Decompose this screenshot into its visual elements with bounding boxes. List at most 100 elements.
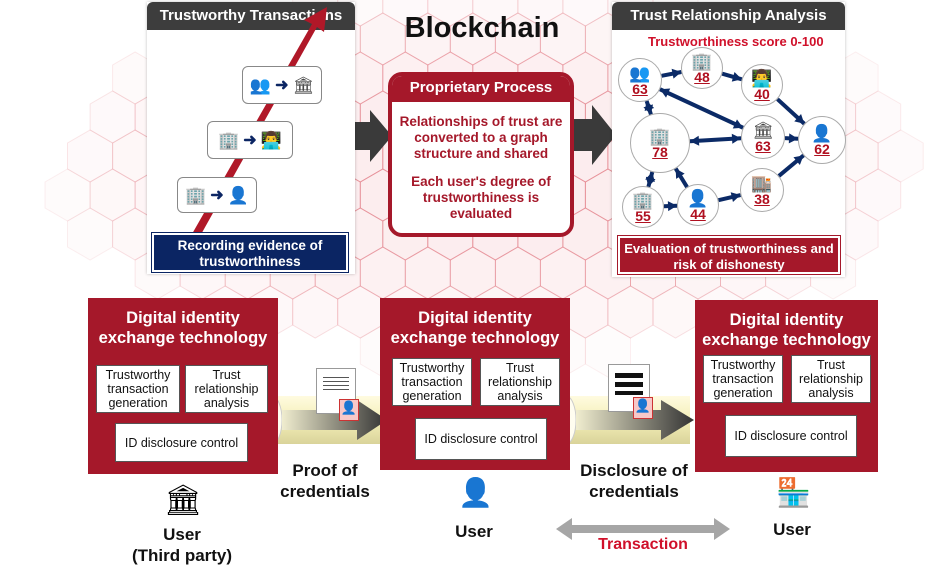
group-building-icon: 👥	[629, 63, 651, 83]
arrowhead	[793, 155, 804, 165]
government-building-icon: 🏛	[752, 120, 774, 140]
office-worker-icon: 👨‍💻	[260, 130, 282, 150]
arrowhead	[667, 201, 678, 212]
transaction-step-3: 👥➜🏛	[242, 66, 322, 104]
trust-score: 62	[814, 140, 830, 157]
hexagon-tile	[855, 168, 902, 222]
person-icon: 👤	[687, 188, 709, 208]
hexagon-tile	[67, 207, 114, 261]
trust-score: 44	[690, 205, 706, 222]
hexagon-tile	[427, 0, 474, 27]
dit-title: Digital identity exchange technology	[98, 309, 268, 347]
trust-score: 55	[635, 207, 651, 224]
trust-node: 🏛63	[741, 115, 785, 159]
arrowhead	[731, 72, 742, 82]
transaction-label: Transaction	[598, 536, 688, 553]
blockchain-title: Blockchain	[404, 12, 560, 44]
hexagon-tile	[539, 246, 586, 300]
office-building-icon: 🏢	[218, 130, 240, 150]
trustworthy-transaction-generation: Trustworthy transaction generation	[96, 365, 180, 413]
store-building-icon: 🏬	[751, 173, 773, 193]
process-text-evaluate: Each user's degree of trustworthiness is…	[411, 174, 551, 221]
process-text-graph: Relationships of trust are converted to …	[399, 114, 563, 161]
transaction-step-2: 🏢➜👨‍💻	[207, 121, 293, 159]
arrowhead	[659, 88, 671, 98]
trust-node: 👤62	[798, 116, 846, 164]
office-building-icon: 🏢	[691, 51, 713, 71]
process-input-arrow	[352, 110, 392, 162]
transaction-double-arrow	[556, 518, 730, 540]
trust-node: 👤44	[677, 184, 719, 226]
trust-node: 🏢78	[630, 113, 690, 173]
user-icon: 👤	[811, 123, 833, 143]
hexagon-tile	[472, 0, 519, 27]
redacted-document-icon: 👤	[608, 364, 653, 419]
arrowhead	[788, 133, 799, 144]
credential-document-icon: 👤	[316, 368, 359, 421]
trust-score: 40	[754, 85, 770, 102]
building-icon: 🏢	[649, 126, 671, 146]
arrow-right-icon: ➜	[243, 132, 257, 149]
building-icon: 🏢	[185, 185, 207, 205]
hexagon-tile	[562, 207, 609, 261]
hexagon-tile	[292, 285, 339, 339]
trust-relationship-analysis: Trust relationship analysis	[185, 365, 268, 413]
person-icon: 👤	[227, 185, 249, 205]
trust-relationship-analysis: Trust relationship analysis	[480, 358, 560, 406]
user-third-party-label: User (Third party)	[131, 525, 233, 565]
user-store-label: User	[773, 520, 811, 539]
trust-relationship-analysis: Trust relationship analysis	[791, 355, 871, 403]
trust-node: 👨‍💻40	[741, 64, 783, 106]
trust-graph-edges	[643, 68, 806, 212]
trustworthy-transactions-panel: Trustworthy Transactions 👥➜🏛 🏢➜👨‍💻 🏢➜👤 R…	[147, 2, 355, 274]
hexagon-tile	[562, 0, 609, 27]
transaction-step-1: 🏢➜👤	[177, 177, 257, 213]
id-disclosure-control: ID disclosure control	[115, 423, 248, 462]
group-building-icon: 👥	[249, 75, 272, 95]
arrowhead	[644, 100, 655, 112]
arrowhead	[732, 119, 744, 129]
panel-title: Trust Relationship Analysis	[612, 2, 845, 30]
hexagon-tile	[89, 168, 136, 222]
user-icon: 👤	[458, 477, 493, 508]
hexagon-tile	[517, 0, 564, 27]
hexagon-tile	[855, 90, 902, 144]
government-building-icon: 🏛	[164, 484, 203, 517]
recording-evidence-label: Recording evidence of trustworthiness	[151, 232, 349, 273]
hexagon-tile	[449, 12, 496, 66]
government-building-icon: 🏛	[292, 75, 315, 95]
process-title: Proprietary Process	[392, 76, 570, 102]
id-disclosure-control: ID disclosure control	[415, 418, 547, 460]
trust-node: 🏢48	[681, 47, 723, 89]
hexagon-tile	[877, 129, 924, 183]
dit-title: Digital identity exchange technology	[390, 309, 560, 347]
trust-relationship-panel: Trust Relationship Analysis Trustworthin…	[612, 2, 846, 277]
photo-icon: 👤	[633, 397, 653, 419]
trust-node: 👥63	[618, 58, 662, 102]
trust-edge	[659, 87, 744, 130]
user-label: User	[455, 522, 493, 541]
hexagon-tile	[404, 246, 451, 300]
hexagon-tile	[404, 12, 451, 66]
store-icon: 🏪	[776, 477, 811, 508]
hexagon-tile	[89, 90, 136, 144]
arrowhead	[675, 168, 685, 179]
disclosure-of-credentials-label: Disclosure of credentials	[580, 461, 688, 501]
hexagon-tile	[539, 12, 586, 66]
trust-score: 38	[754, 190, 770, 207]
dit-box-third-party: Digital identity exchange technology Tru…	[88, 298, 278, 474]
evaluation-label: Evaluation of trustworthiness and risk o…	[617, 235, 841, 275]
arrowhead	[645, 171, 655, 182]
arrowhead	[794, 114, 805, 124]
photo-icon: 👤	[339, 399, 359, 421]
hexagon-tile	[449, 246, 496, 300]
hexagon-tile	[494, 12, 541, 66]
arrowhead	[730, 192, 741, 202]
trust-node: 🏬38	[740, 168, 784, 212]
hexagon-tile	[359, 246, 406, 300]
hexagon-tile	[67, 129, 114, 183]
dit-box-store: Digital identity exchange technology Tru…	[695, 300, 878, 472]
hexagon-tile	[44, 168, 91, 222]
trust-score: 63	[632, 80, 648, 97]
dit-box-user: Digital identity exchange technology Tru…	[380, 298, 570, 470]
